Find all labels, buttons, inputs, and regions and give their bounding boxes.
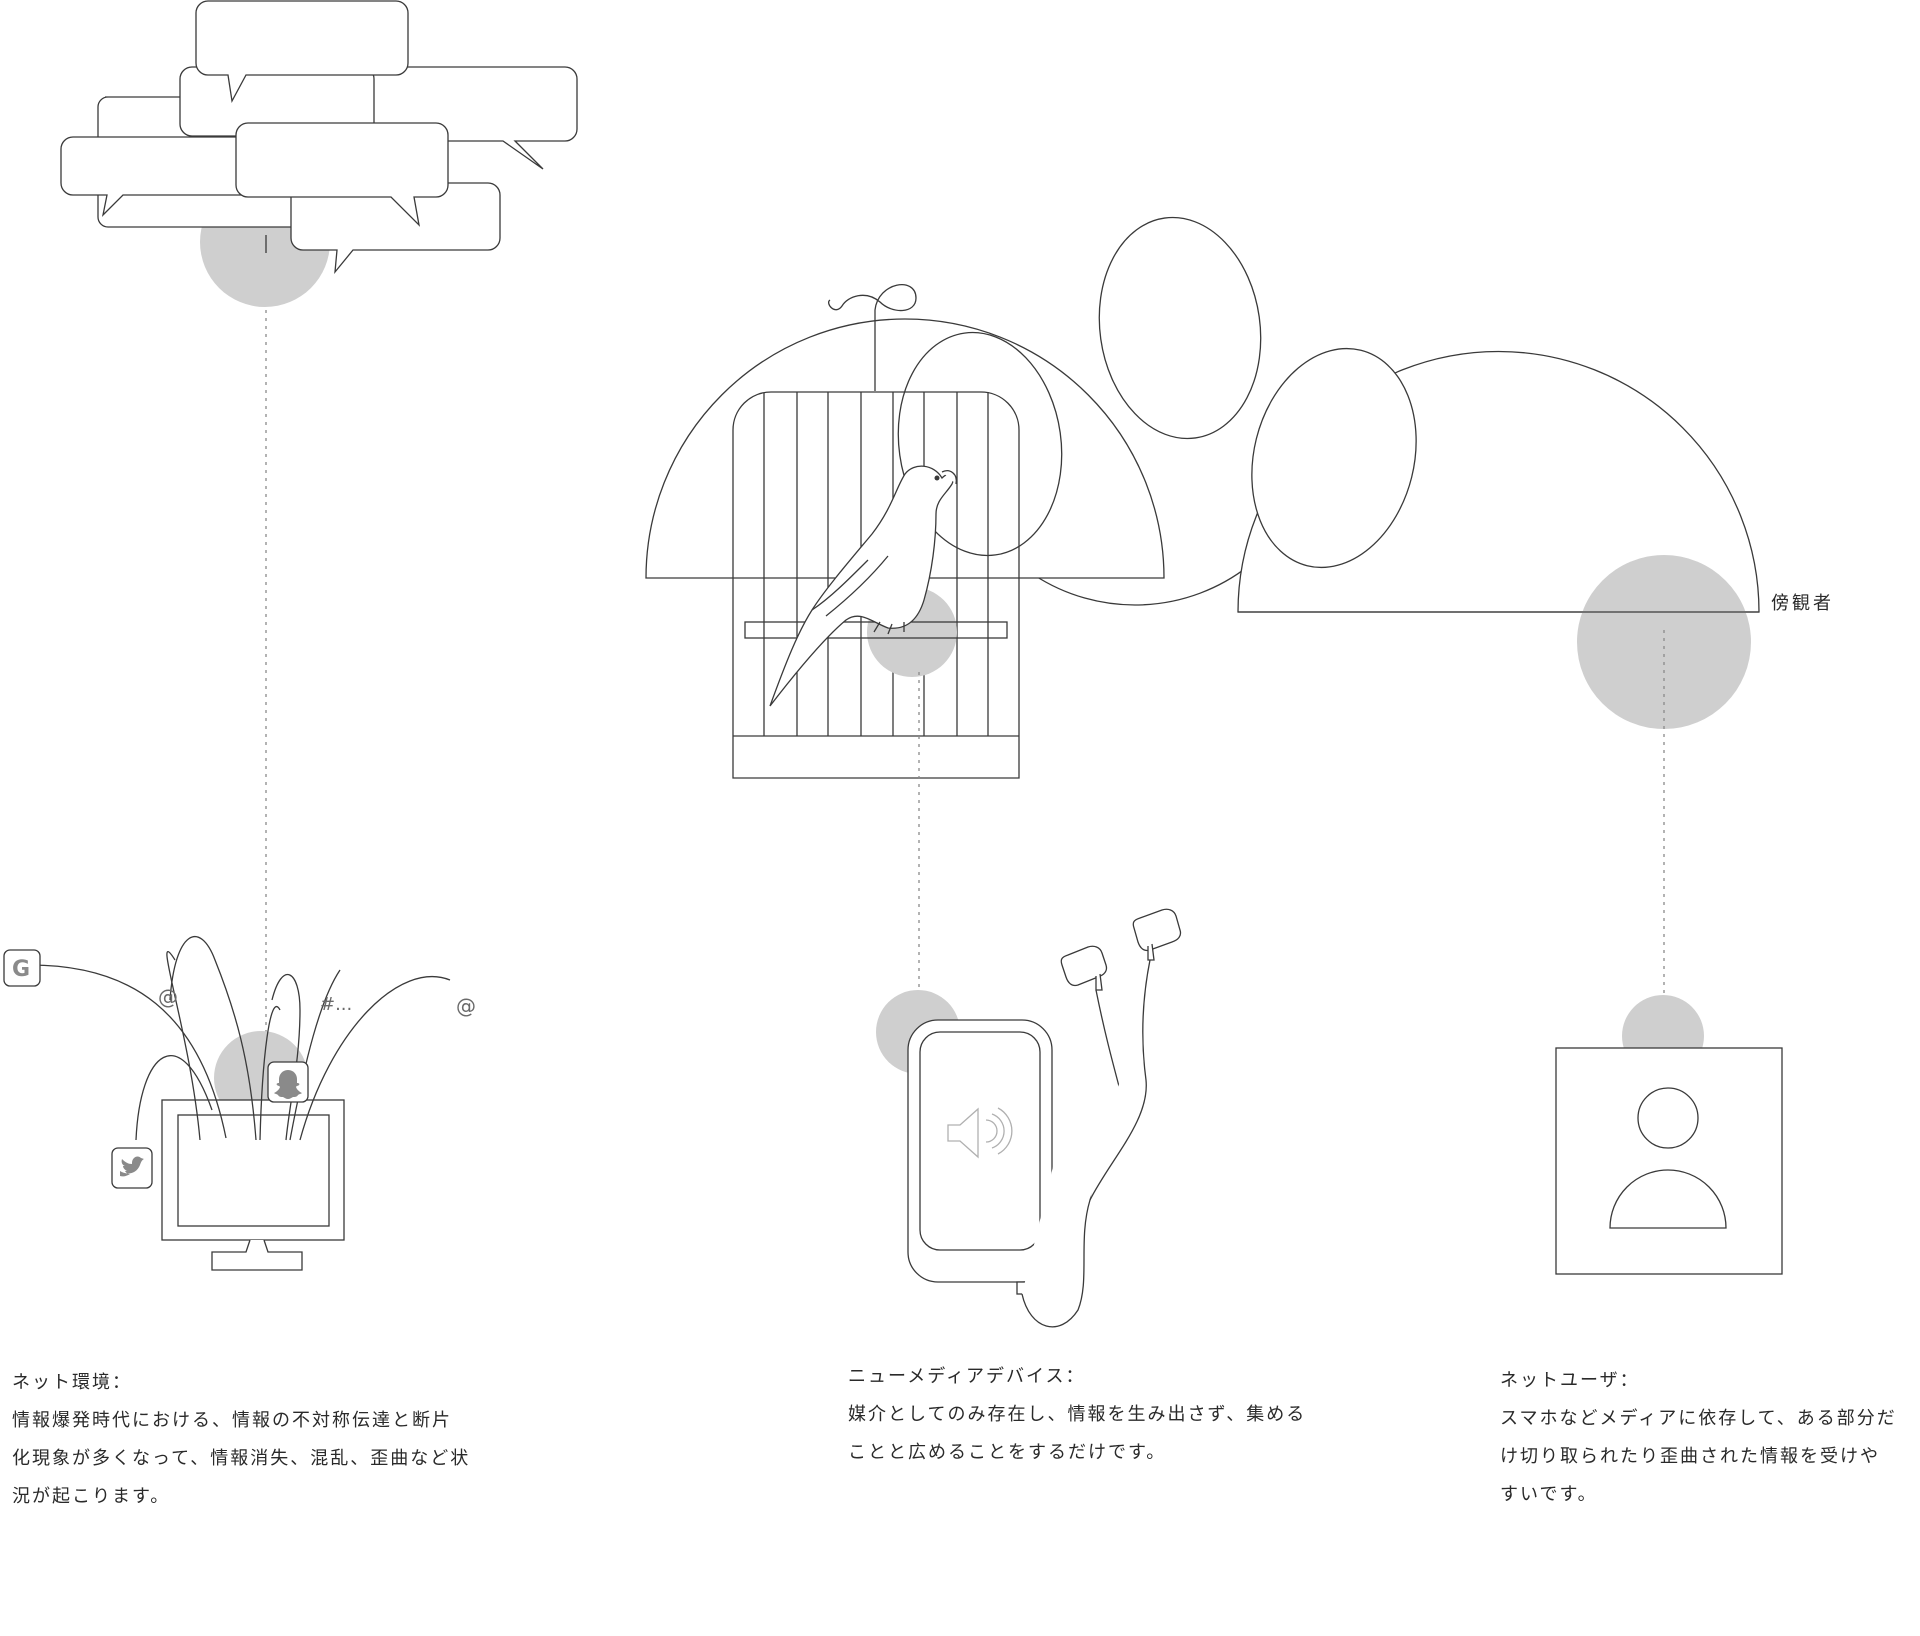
caption-line: ことと広めることをするだけです。 [848,1442,1167,1463]
user-avatar-icon [1555,1047,1783,1275]
caption-line: 情報爆発時代における、情報の不対称伝達と断片 [12,1410,452,1431]
google-letter: G [12,957,30,982]
net-environment [3,936,451,1271]
snapchat-icon [267,1061,309,1103]
caption-line: け切り取られたり歪曲された情報を受けや [1500,1446,1880,1467]
caption-title: ニューメディアデバイス： [848,1366,1086,1387]
caption-line: 媒介としてのみ存在し、情報を生み出さず、集める [848,1404,1307,1425]
speech-bubble-cluster [60,0,578,307]
caption-new-media-device: ニューメディアデバイス： 媒介としてのみ存在し、情報を生み出さず、集める ことと… [848,1358,1306,1472]
net-user [1555,995,1783,1275]
parrot-icon [769,465,957,707]
bystander-heads [897,216,1417,569]
caption-net-environment: ネット環境： 情報爆発時代における、情報の不対称伝達と断片 化現象が多くなって、… [12,1364,470,1516]
dotted-connectors [265,310,1665,1060]
at-sign-label: @ [456,994,476,1018]
speaker-icon [947,1107,1013,1159]
earphones-icon [1021,908,1182,1328]
new-media-device [876,908,1182,1328]
caption-net-user: ネットユーザ： スマホなどメディアに依存して、ある部分だ け切り取られたり歪曲さ… [1500,1362,1897,1514]
hashtag-label: #... [320,994,352,1015]
twitter-icon [111,1147,153,1189]
caption-line: スマホなどメディアに依存して、ある部分だ [1500,1408,1897,1429]
monitor-icon [161,1099,345,1271]
bystander-label: 傍観者 [1771,593,1834,614]
caption-title: ネットユーザ： [1500,1370,1640,1391]
caption-line: すいです。 [1500,1484,1598,1505]
google-icon [3,949,41,987]
speech-bubble-icon [60,0,578,275]
caption-line: 化現象が多くなって、情報消失、混乱、歪曲など状 [12,1448,471,1469]
highlight-circle [1577,555,1751,729]
smartphone-icon [907,1019,1053,1295]
caption-line: 況が起こります。 [12,1486,171,1507]
caption-title: ネット環境： [12,1372,132,1393]
at-sign-label: @ [158,985,178,1009]
